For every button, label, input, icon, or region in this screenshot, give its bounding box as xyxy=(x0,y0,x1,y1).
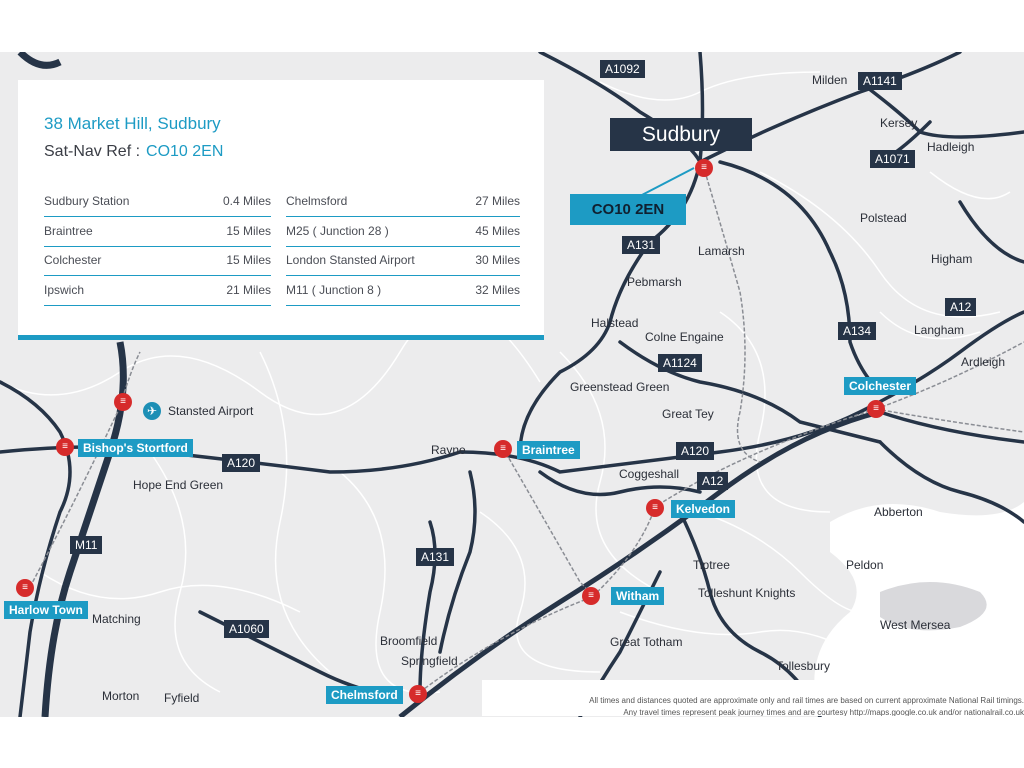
distance-name: Braintree xyxy=(44,224,93,238)
distance-row: Ipswich 21 Miles xyxy=(44,277,271,306)
a12-trunk xyxy=(398,409,881,717)
national-rail-icon: ≡ xyxy=(494,440,512,458)
national-rail-icon: ≡ xyxy=(867,400,885,418)
place-colne-engaine: Colne Engaine xyxy=(645,330,724,344)
place-tolleshunt-knights: Tolleshunt Knights xyxy=(698,586,796,600)
distance-row: Colchester 15 Miles xyxy=(44,247,271,276)
place-broomfield: Broomfield xyxy=(380,634,438,648)
distance-name: Sudbury Station xyxy=(44,194,130,208)
road-shield-a134: A134 xyxy=(838,322,877,340)
disclaimer-line-2: Any travel times represent peak journey … xyxy=(623,708,1024,716)
national-rail-icon: ≡ xyxy=(695,159,713,177)
distance-name: M25 ( Junction 28 ) xyxy=(286,224,389,238)
satnav-code: CO10 2EN xyxy=(146,143,224,160)
place-great-tey: Great Tey xyxy=(662,407,714,421)
satnav-reference: Sat-Nav Ref : CO10 2EN xyxy=(44,143,223,161)
distance-name: London Stansted Airport xyxy=(286,253,415,267)
station-bishops-stortford[interactable]: Bishop's Stortford xyxy=(78,439,193,457)
place-ardleigh: Ardleigh xyxy=(961,355,1006,369)
place-morton: Morton xyxy=(102,689,140,703)
place-greenstead-green: Greenstead Green xyxy=(570,380,670,394)
satnav-label: Sat-Nav Ref : xyxy=(44,143,141,160)
distance-value: 30 Miles xyxy=(475,253,520,267)
place-matching: Matching xyxy=(92,612,141,626)
road-shield-a1124: A1124 xyxy=(658,354,702,372)
national-rail-icon: ≡ xyxy=(582,587,600,605)
place-peldon: Peldon xyxy=(846,558,884,572)
road-shield-a131-south: A131 xyxy=(416,548,455,566)
road-shield-a1141: A1141 xyxy=(858,72,902,90)
place-hope-end-green: Hope End Green xyxy=(133,478,224,492)
place-halstead: Halstead xyxy=(591,316,639,330)
airplane-icon: ✈ xyxy=(143,402,161,420)
airport-label: Stansted Airport xyxy=(168,404,254,418)
distance-row: Chelmsford 27 Miles xyxy=(286,188,520,217)
distance-value: 32 Miles xyxy=(475,283,520,297)
place-pebmarsh: Pebmarsh xyxy=(627,275,682,289)
road-shield-a12-east: A12 xyxy=(945,298,977,316)
station-colchester[interactable]: Colchester xyxy=(844,377,917,395)
place-abberton: Abberton xyxy=(874,505,923,519)
road-shield-a120-east: A120 xyxy=(676,442,715,460)
station-harlow-town[interactable]: Harlow Town xyxy=(4,601,88,619)
place-langham: Langham xyxy=(914,323,965,337)
place-tiptree: Tiptree xyxy=(693,558,730,572)
place-tollesbury: Tollesbury xyxy=(776,659,831,673)
road-shield-a131-north: A131 xyxy=(622,236,661,254)
place-hadleigh: Hadleigh xyxy=(927,140,975,154)
place-fyfield: Fyfield xyxy=(164,691,200,705)
distance-row: M11 ( Junction 8 ) 32 Miles xyxy=(286,277,520,306)
national-rail-icon: ≡ xyxy=(114,393,132,411)
place-lamarsh: Lamarsh xyxy=(698,244,745,258)
disclaimer: All times and distances quoted are appro… xyxy=(482,680,1024,716)
distance-value: 15 Miles xyxy=(226,224,271,238)
national-rail-icon: ≡ xyxy=(56,438,74,456)
distance-value: 27 Miles xyxy=(475,194,520,208)
location-info-card: 38 Market Hill, Sudbury Sat-Nav Ref : CO1… xyxy=(18,80,544,340)
road-shield-a1060: A1060 xyxy=(224,620,269,638)
distance-row: London Stansted Airport 30 Miles xyxy=(286,247,520,276)
disclaimer-line-1: All times and distances quoted are appro… xyxy=(589,696,1024,705)
distance-row: M25 ( Junction 28 ) 45 Miles xyxy=(286,218,520,247)
national-rail-icon: ≡ xyxy=(409,685,427,703)
road-shield-a120-west: A120 xyxy=(222,454,261,472)
place-springfield: Springfield xyxy=(401,654,458,668)
road-shield-m11: M11 xyxy=(70,536,103,554)
address-heading: 38 Market Hill, Sudbury xyxy=(44,114,221,133)
place-polstead: Polstead xyxy=(860,211,907,225)
station-witham[interactable]: Witham xyxy=(611,587,665,605)
road-shield-a12-mid: A12 xyxy=(697,472,729,490)
distance-name: Chelmsford xyxy=(286,194,348,208)
sudbury-callout: Sudbury xyxy=(610,118,752,151)
distance-value: 0.4 Miles xyxy=(222,194,271,208)
national-rail-icon: ≡ xyxy=(16,579,34,597)
road-shield-a1071: A1071 xyxy=(870,150,915,168)
station-kelvedon[interactable]: Kelvedon xyxy=(671,500,736,518)
distance-row: Sudbury Station 0.4 Miles xyxy=(44,188,271,217)
national-rail-icon: ≡ xyxy=(646,499,664,517)
distance-name: M11 ( Junction 8 ) xyxy=(286,283,382,297)
distance-name: Colchester xyxy=(44,253,102,267)
station-chelmsford[interactable]: Chelmsford xyxy=(326,686,403,704)
distance-value: 15 Miles xyxy=(226,253,271,267)
place-great-totham: Great Totham xyxy=(610,635,683,649)
distance-value: 45 Miles xyxy=(475,224,520,238)
postcode-callout: CO10 2EN xyxy=(570,194,686,225)
distance-name: Ipswich xyxy=(44,283,85,297)
distance-row: Braintree 15 Miles xyxy=(44,218,271,247)
station-braintree[interactable]: Braintree xyxy=(517,441,580,459)
place-milden: Milden xyxy=(812,73,848,87)
place-west-mersea: West Mersea xyxy=(880,618,951,632)
island xyxy=(880,582,987,631)
place-rayne: Rayne xyxy=(431,443,466,457)
road-shield-a1092: A1092 xyxy=(600,60,645,78)
distance-value: 21 Miles xyxy=(226,283,271,297)
place-higham: Higham xyxy=(931,252,973,266)
place-kersey: Kersey xyxy=(880,116,918,130)
place-coggeshall: Coggeshall xyxy=(619,467,680,481)
